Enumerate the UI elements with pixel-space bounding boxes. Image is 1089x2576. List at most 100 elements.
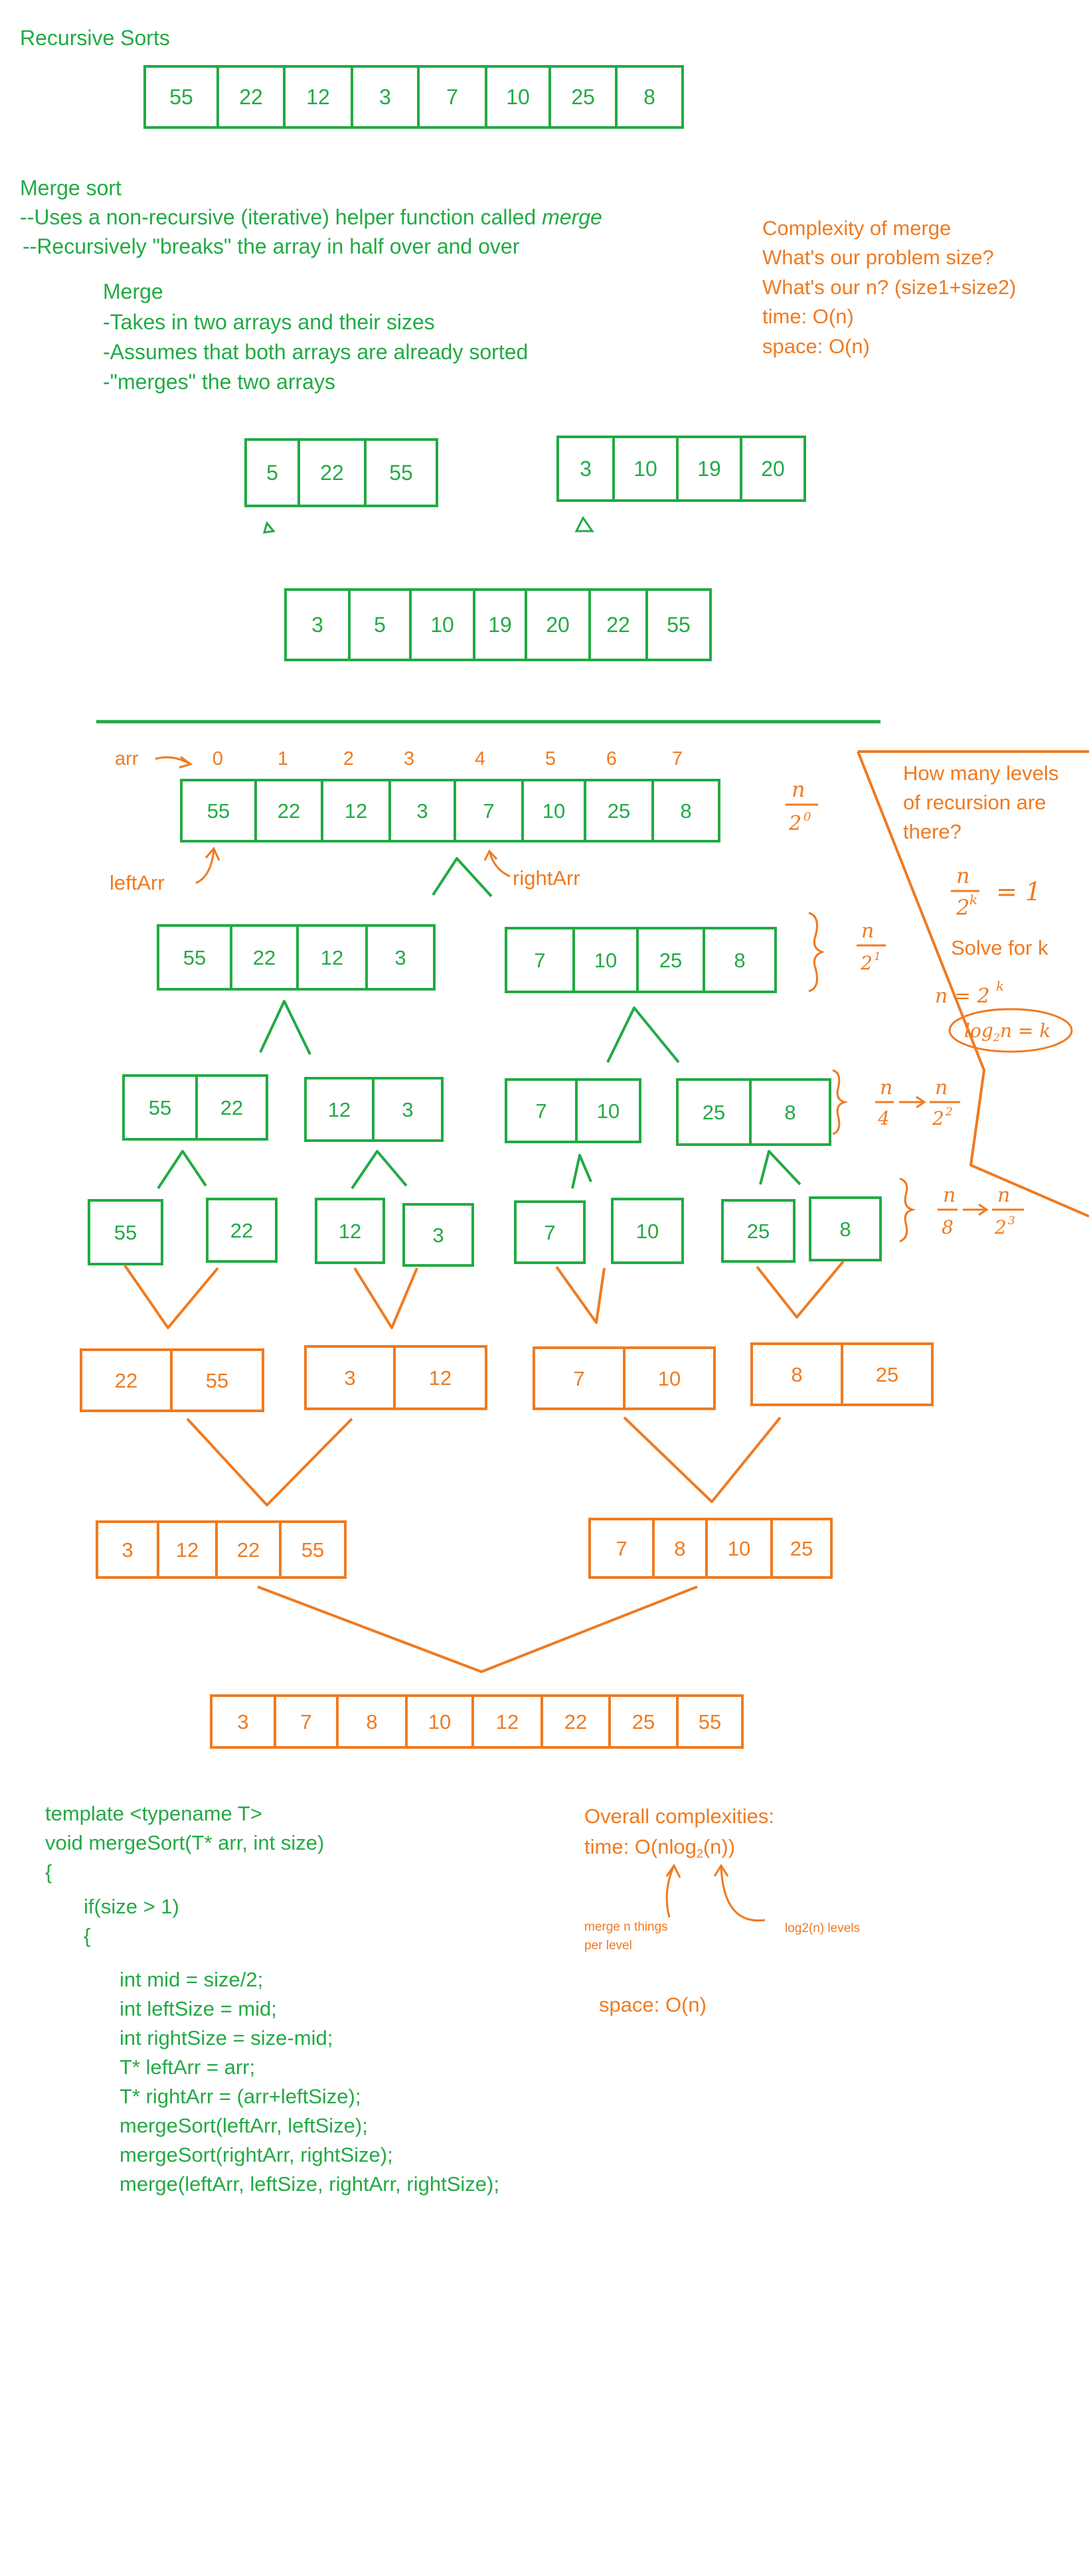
side-fraction-3-num: n [943,1184,956,1207]
merge-example-right-value-1: 10 [633,457,657,481]
tree-merged1-c-value-1: 10 [658,1367,681,1390]
merge-example-result-value-4: 20 [546,613,570,637]
tree-level1-right-value-2: 25 [659,949,682,972]
complexity-note-4: time: O(n) [762,305,854,328]
tree-level1-right-cell-3 [703,927,777,993]
index-1: 1 [278,748,288,769]
merge-example-result-value-6: 55 [667,613,691,637]
tree-root-value-3: 3 [416,799,428,823]
time-note-arrow-right [720,1866,766,1922]
top-array-value-1: 22 [239,85,263,109]
side-fraction-3-arrow-den: 2 [994,1216,1007,1238]
right-arr-arrowhead [483,849,498,861]
tree-level1-left-value-0: 55 [183,946,206,969]
code-line-9: T* leftArr = arr; [120,2055,255,2079]
side-fraction-2-arrowhead [916,1095,926,1109]
merge-note-1: -Takes in two arrays and their sizes [103,310,435,334]
tree-level2-d-value-1: 8 [784,1101,796,1124]
merge-sort-heading: Merge sort [20,176,122,200]
code-line-12: mergeSort(rightArr, rightSize); [120,2143,393,2166]
overall-time-prefix: time: O(nlog [584,1835,697,1858]
merge-connector-1d [756,1260,845,1319]
brace-level-1 [808,912,825,993]
levels-eq1-den: 2 [956,895,969,920]
tree-merged3-value-3: 10 [428,1710,451,1733]
levels-eq1-rhs: = 1 [996,877,1041,906]
tree-level2-d-value-0: 25 [703,1101,725,1124]
merge-example-right-value-2: 19 [697,457,721,481]
tree-level1-right-value-0: 7 [534,949,545,972]
levels-eq3-rest: n = k [1000,1020,1050,1042]
tree-root-value-1: 22 [278,799,300,823]
merge-example-right-cell-3 [740,436,806,502]
tree-level3-6: 25 [721,1199,796,1263]
code-line-2: void mergeSort(T* arr, int size) [45,1831,324,1854]
tree-level2-a-cell-1 [195,1074,268,1141]
top-array-value-3: 3 [379,85,391,109]
tree-level3-1: 22 [206,1198,278,1263]
index-3: 3 [404,748,414,769]
tree-root-value-5: 10 [543,799,565,823]
overall-time-base: 2 [697,1847,703,1860]
tree-merged2-b-value-3: 25 [790,1537,813,1560]
index-4: 4 [475,748,485,769]
complexity-note-2: What's our problem size? [762,246,994,269]
arr-label: arr [115,748,139,769]
top-array-value-2: 12 [306,85,330,109]
merge-example-right-value-3: 20 [761,457,785,481]
tree-level3-2-cell-0 [315,1198,385,1264]
merge-example-left-value-2: 55 [389,461,413,485]
merge-sort-note-1-emphasis: merge [542,205,602,229]
side-fraction-2-arrow-den: 2 [932,1107,944,1129]
tree-level2-c-cell-1 [575,1078,641,1143]
tree-merged2-b-value-1: 8 [674,1537,685,1560]
tree-level2-c-value-0: 7 [535,1099,546,1123]
top-array-value-5: 10 [506,85,530,109]
tree-merged3-value-7: 55 [699,1710,721,1733]
side-fraction-3-arrow-exp: 3 [1008,1214,1015,1228]
levels-eq1-exp: k [969,892,977,908]
merge-example-left-cell-2 [364,438,438,507]
code-line-7: int leftSize = mid; [120,1997,277,2020]
tree-merged2-a-value-0: 3 [122,1538,133,1562]
tree-root-value-6: 25 [608,799,630,823]
tree-level2-d-cell-1 [749,1078,831,1146]
tree-merged2-a-value-3: 55 [301,1538,324,1562]
tree-level3-0-value-0: 55 [114,1221,137,1244]
tree-merged1-d-value-1: 25 [876,1363,898,1386]
merge-example-left-value-0: 5 [266,461,278,485]
tree-merged1-a-cell-1 [170,1348,264,1412]
levels-solve: Solve for k [951,936,1048,959]
merge-example-left-value-1: 22 [320,461,344,485]
tree-level3-1-value-0: 22 [230,1219,253,1242]
tree-level3-0: 55 [88,1199,163,1265]
index-6: 6 [606,748,617,769]
levels-question-1: How many levels [903,762,1058,785]
merge-example-result-value-2: 10 [430,613,454,637]
tree-level2-d: 25 8 [676,1078,831,1146]
tree-merged3-value-0: 3 [237,1710,248,1733]
tree-merged2-a-value-2: 22 [237,1538,260,1562]
time-note-left-2: per level [584,1939,632,1953]
merge-sort-note-1: --Uses a non-recursive (iterative) helpe… [20,205,602,229]
tree-merged1-d-cell-1 [841,1342,934,1406]
index-7: 7 [672,748,683,769]
tree-merged3-cell-7 [676,1694,744,1749]
tree-root-value-2: 12 [345,799,367,823]
side-fraction-3-arrow-num: n [997,1184,1010,1207]
time-note-arrowhead-left [665,1864,681,1878]
levels-eq1-num: n [956,863,970,888]
tree-level1-left-value-1: 22 [253,946,276,969]
merge-connector-1b [353,1267,418,1329]
split-connector-root [432,857,493,898]
side-fraction-3-den: 8 [942,1216,954,1238]
levels-eq3-circle [948,1008,1073,1053]
tree-level1-left-cell-3 [365,924,436,991]
tree-merged1-c-cell-1 [623,1346,716,1410]
